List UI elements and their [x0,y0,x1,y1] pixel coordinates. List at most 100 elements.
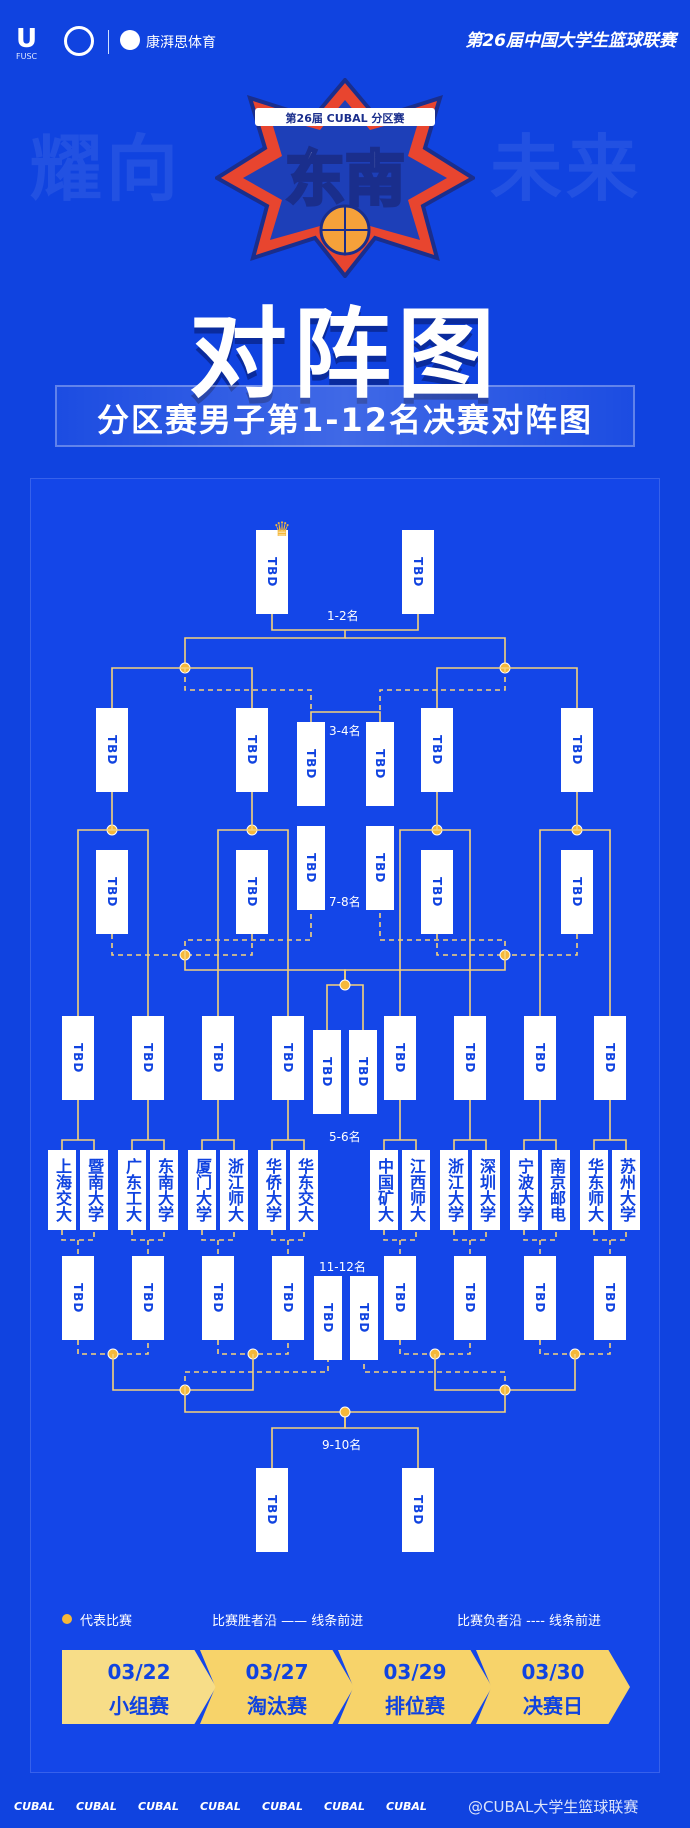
tbd-slot-text: TBD [603,1042,617,1074]
loser-path [184,1360,329,1390]
winner-path [434,1354,505,1391]
loser-path [184,668,312,712]
team-slot: 南京邮电 [542,1150,570,1230]
team-slot: 华东交大 [290,1150,318,1230]
tbd-slot: TBD [561,850,593,934]
winner-path [539,829,611,1016]
crown-icon: ♛ [273,517,291,541]
team-slot: 上海交大 [48,1150,76,1230]
tbd-slot: TBD [594,1016,626,1100]
tbd-slot-text: TBD [603,1282,617,1314]
stage-date: 03/29 [383,1660,447,1684]
loser-path [111,934,185,956]
tbd-slot-text: TBD [373,748,387,780]
badge-main-text: 东南 [285,145,405,215]
tbd-slot: TBD [256,530,288,614]
tbd-slot-text: TBD [357,1302,371,1334]
tbd-slot-text: TBD [320,1056,334,1088]
stage-4: 03/30 决赛日 [476,1650,630,1724]
tbd-slot-text: TBD [411,556,425,588]
winner-path [344,1390,506,1468]
tbd-slot-text: TBD [265,1494,279,1526]
bracket-board [30,478,660,1773]
tbd-slot-text: TBD [533,1042,547,1074]
tbd-slot: TBD [402,1468,434,1552]
team-slot-text: 华侨大学 [263,1158,282,1222]
team-slot-text: 华东交大 [295,1158,314,1222]
tbd-slot-text: TBD [105,876,119,908]
winner-path [593,1139,627,1150]
tbd-slot: TBD [384,1016,416,1100]
tbd-slot: TBD [297,826,325,910]
tbd-slot: TBD [297,722,325,806]
team-slot: 苏州大学 [612,1150,640,1230]
loser-path [185,934,253,956]
label-9-10: 9-10名 [320,1436,364,1453]
label-5-6: 5-6名 [327,1128,363,1145]
footer-brand: CUBAL [138,1800,179,1813]
footer-brand: CUBAL [262,1800,303,1813]
tbd-slot: TBD [421,850,453,934]
loser-path [184,910,312,955]
tbd-slot: TBD [202,1256,234,1340]
tbd-slot-text: TBD [430,734,444,766]
loser-path [453,1230,487,1241]
match-dot-icon [339,1406,351,1418]
tbd-slot: TBD [524,1016,556,1100]
loser-path [201,1230,235,1241]
tbd-slot-text: TBD [245,876,259,908]
stage-name: 决赛日 [523,1694,583,1718]
loser-path [379,668,506,712]
tbd-slot-text: TBD [356,1056,370,1088]
tbd-slot-text: TBD [141,1282,155,1314]
team-slot: 宁波大学 [510,1150,538,1230]
winner-path [201,1139,235,1150]
label-11-12: 11-12名 [317,1258,368,1275]
winner-path [399,829,471,1016]
team-slot-text: 宁波大学 [515,1158,534,1222]
subtitle-frame [55,385,635,447]
winner-path [185,1354,254,1391]
team-slot-text: 苏州大学 [617,1158,636,1222]
team-slot: 暨南大学 [80,1150,108,1230]
tbd-slot-text: TBD [570,876,584,908]
watermark: @CUBAL大学生篮球联赛 [468,1798,639,1816]
winner-path [453,1139,487,1150]
team-slot: 江西师大 [402,1150,430,1230]
team-slot: 华东师大 [580,1150,608,1230]
loser-path [505,934,578,956]
tbd-slot: TBD [421,708,453,792]
tbd-slot: TBD [454,1016,486,1100]
loser-path [379,910,506,955]
tbd-slot: TBD [366,722,394,806]
team-slot-text: 东南大学 [155,1158,174,1222]
sponsor-name: 康湃思体育 [146,35,216,51]
winner-path [217,829,289,1016]
winner-path [184,1390,346,1468]
tbd-slot-text: TBD [393,1282,407,1314]
tbd-slot-text: TBD [373,852,387,884]
stage-date: 03/22 [107,1660,171,1684]
footer-brand: CUBAL [14,1800,55,1813]
tbd-slot: TBD [594,1256,626,1340]
tbd-slot-text: TBD [105,734,119,766]
tbd-slot-text: TBD [411,1494,425,1526]
footer-brand: CUBAL [386,1800,427,1813]
badge-top-text: 第26届 CUBAL 分区赛 [286,111,406,125]
tbd-slot-text: TBD [245,734,259,766]
tbd-slot-text: TBD [281,1282,295,1314]
tbd-slot-text: TBD [430,876,444,908]
tbd-slot: TBD [236,850,268,934]
team-slot: 浙江师大 [220,1150,248,1230]
tbd-slot: TBD [96,850,128,934]
winner-path [77,829,149,1016]
winner-path [344,955,506,1030]
stage-name: 淘汰赛 [247,1694,307,1718]
tbd-slot: TBD [561,708,593,792]
team-slot-text: 南京邮电 [547,1158,566,1222]
label-7-8: 7-8名 [327,893,363,910]
team-slot: 华侨大学 [258,1150,286,1230]
tbd-slot: TBD [349,1030,377,1114]
loser-path [383,1230,417,1241]
footer-brand: CUBAL [76,1800,117,1813]
